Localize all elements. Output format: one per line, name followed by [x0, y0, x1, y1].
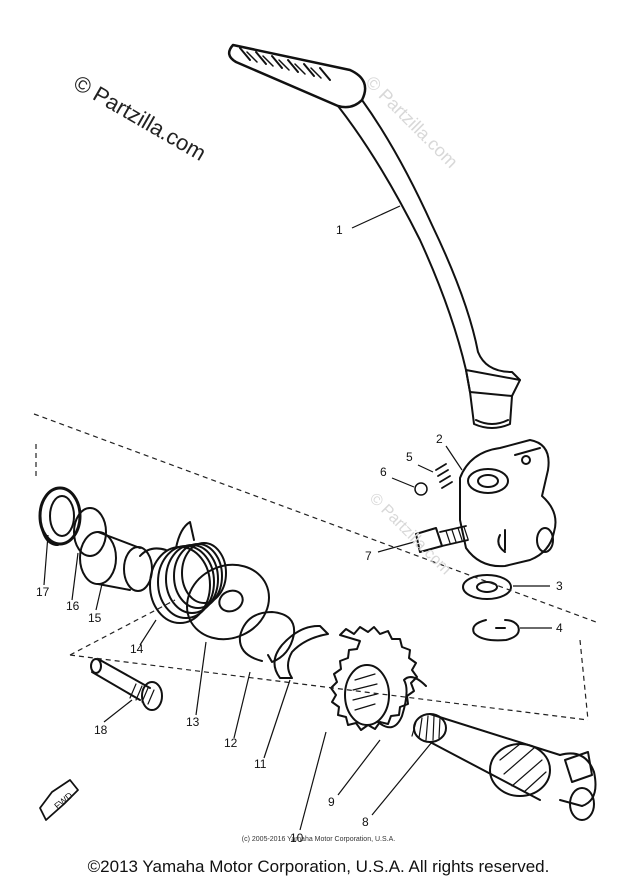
- leader-2: [445, 445, 463, 471]
- fwd-arrow-mark: [39, 779, 79, 821]
- callout-13: 13: [186, 715, 200, 729]
- part-4-circlip: [472, 619, 520, 642]
- part-1-kick-lever: [227, 43, 521, 429]
- part-5-spring: [435, 463, 453, 489]
- leader-5: [417, 464, 434, 473]
- assembly-line-bottom: [69, 654, 589, 721]
- callout-18: 18: [94, 723, 108, 737]
- callout-4: 4: [556, 621, 563, 635]
- fwd-label: FWD: [52, 790, 75, 811]
- leader-7: [377, 541, 415, 553]
- part-10-kick-gear: [330, 626, 418, 731]
- part-6-ball: [414, 482, 428, 496]
- callout-17: 17: [36, 585, 50, 599]
- part-16-circlip: [73, 507, 107, 557]
- leader-10: [299, 731, 327, 831]
- copyright-main: ©2013 Yamaha Motor Corporation, U.S.A. A…: [87, 857, 550, 876]
- callout-15: 15: [88, 611, 102, 625]
- assembly-line-mid: [69, 599, 176, 656]
- callout-2: 2: [436, 432, 443, 446]
- leader-1: [351, 205, 401, 229]
- callout-16: 16: [66, 599, 80, 613]
- callout-12: 12: [224, 736, 238, 750]
- callout-7: 7: [365, 549, 372, 563]
- part-13-washer: [186, 563, 270, 641]
- part-8-kick-axle: [411, 713, 597, 821]
- leader-11: [263, 679, 291, 759]
- part-15-bushing: [79, 531, 153, 592]
- part-9-clip: [377, 676, 427, 729]
- leader-18: [103, 699, 133, 723]
- part-18-shaft: [90, 658, 163, 711]
- assembly-line-right: [579, 639, 589, 721]
- callout-5: 5: [406, 450, 413, 464]
- part-2-lever-boss: [459, 439, 557, 568]
- copyright-small: (c) 2005-2016 Yamaha Motor Corporation, …: [241, 836, 396, 843]
- callout-8: 8: [362, 815, 369, 829]
- part-14-kick-spring: [139, 521, 227, 624]
- callout-10: 10: [290, 831, 304, 845]
- part-17-oil-seal: [38, 486, 82, 546]
- callout-1: 1: [336, 223, 343, 237]
- assembly-line-top: [33, 413, 597, 623]
- leader-6: [391, 477, 415, 488]
- part-3-washer: [462, 574, 512, 600]
- leader-16: [71, 552, 79, 601]
- callout-3: 3: [556, 579, 563, 593]
- leader-12: [233, 671, 251, 739]
- part-7-bolt: [415, 525, 469, 553]
- callout-9: 9: [328, 795, 335, 809]
- leader-9: [337, 739, 381, 796]
- leader-13: [195, 641, 207, 716]
- leader-17: [43, 534, 49, 586]
- part-12-circlip: [238, 611, 296, 663]
- callout-14: 14: [130, 642, 144, 656]
- leader-14: [139, 619, 157, 646]
- part-11-clip: [273, 624, 329, 679]
- callout-11: 11: [254, 757, 267, 771]
- leader-15: [95, 583, 103, 611]
- leader-8: [371, 741, 433, 816]
- callout-6: 6: [380, 465, 387, 479]
